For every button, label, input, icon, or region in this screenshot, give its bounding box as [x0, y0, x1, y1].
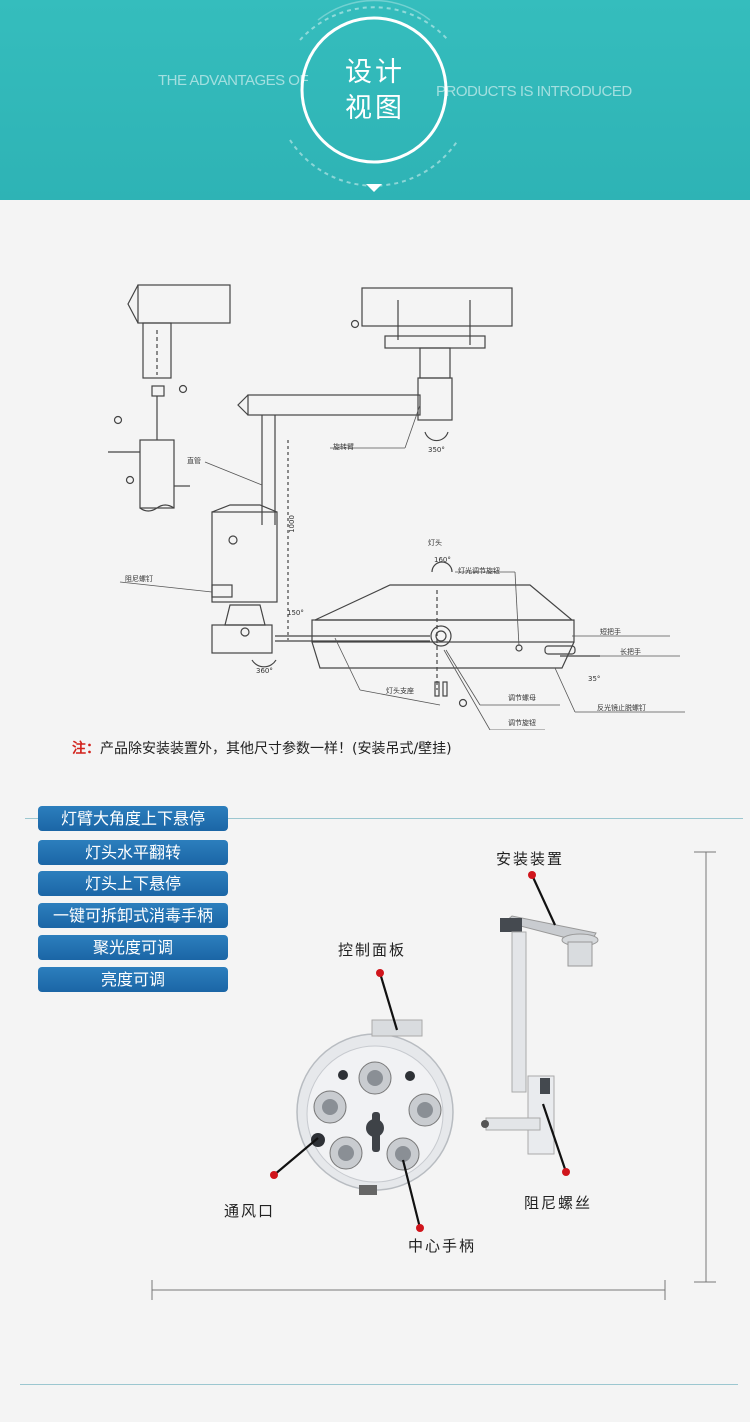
label-short-handle: 短把手: [600, 628, 621, 636]
header-subtitle-right: PRODUCTS IS INTRODUCED: [436, 83, 632, 100]
note-label: 注：: [72, 741, 100, 757]
label-damping-screw: 阻尼螺钉: [125, 575, 153, 583]
callout-center-handle: 中心手柄: [408, 1237, 477, 1255]
note-text: 注：产品除安装装置外，其他尺寸参数一样！(安装吊式/壁挂): [72, 738, 452, 758]
label-adjust-nut: 调节螺母: [508, 694, 536, 702]
label-35deg: 35°: [588, 675, 601, 683]
header-subtitle-left: THE ADVANTAGES OF: [158, 72, 309, 89]
divider-top: [25, 818, 743, 819]
down-arrow-icon: [366, 184, 382, 192]
label-swing-arm: 旋转臂: [333, 443, 354, 451]
label-straight-pipe: 直管: [187, 457, 201, 465]
header-title-line1: 设计: [345, 57, 405, 88]
mount-arm: [481, 915, 599, 1155]
note-body: 产品除安装装置外，其他尺寸参数一样！(安装吊式/壁挂): [100, 741, 452, 757]
divider-bottom: [20, 1384, 738, 1385]
feature-item: 亮度可调: [38, 967, 228, 992]
label-adjust-screw: 调节旋钮: [508, 719, 536, 727]
callout-vent: 通风口: [224, 1202, 276, 1220]
header-title-line2: 视图: [345, 93, 405, 124]
label-long-handle: 长把手: [620, 648, 641, 656]
technical-drawing: [108, 284, 685, 730]
label-reflector-lock: 反光镜止脱螺钉: [597, 704, 646, 712]
callout-mount: 安装装置: [496, 850, 565, 868]
header-banner: THE ADVANTAGES OF PRODUCTS IS INTRODUCED…: [0, 0, 750, 200]
feature-item: 聚光度可调: [38, 935, 228, 960]
feature-item: 灯臂大角度上下悬停: [38, 806, 228, 831]
feature-item: 一键可拆卸式消毒手柄: [38, 903, 228, 928]
label-360deg: 360°: [256, 667, 273, 675]
label-lamp-head: 灯头: [428, 539, 442, 547]
feature-item: 灯头水平翻转: [38, 840, 228, 865]
callout-control-panel: 控制面板: [338, 941, 407, 959]
lamp-head: [296, 1019, 454, 1195]
label-lamp-bracket: 灯头支座: [386, 687, 414, 695]
label-focus-knob: 灯光调节旋钮: [458, 567, 500, 575]
label-350deg: 350°: [428, 446, 445, 454]
label-160deg: 160°: [434, 556, 451, 564]
feature-item: 灯头上下悬停: [38, 871, 228, 896]
label-150deg: 150°: [287, 609, 304, 617]
callout-damping: 阻尼螺丝: [524, 1194, 593, 1212]
